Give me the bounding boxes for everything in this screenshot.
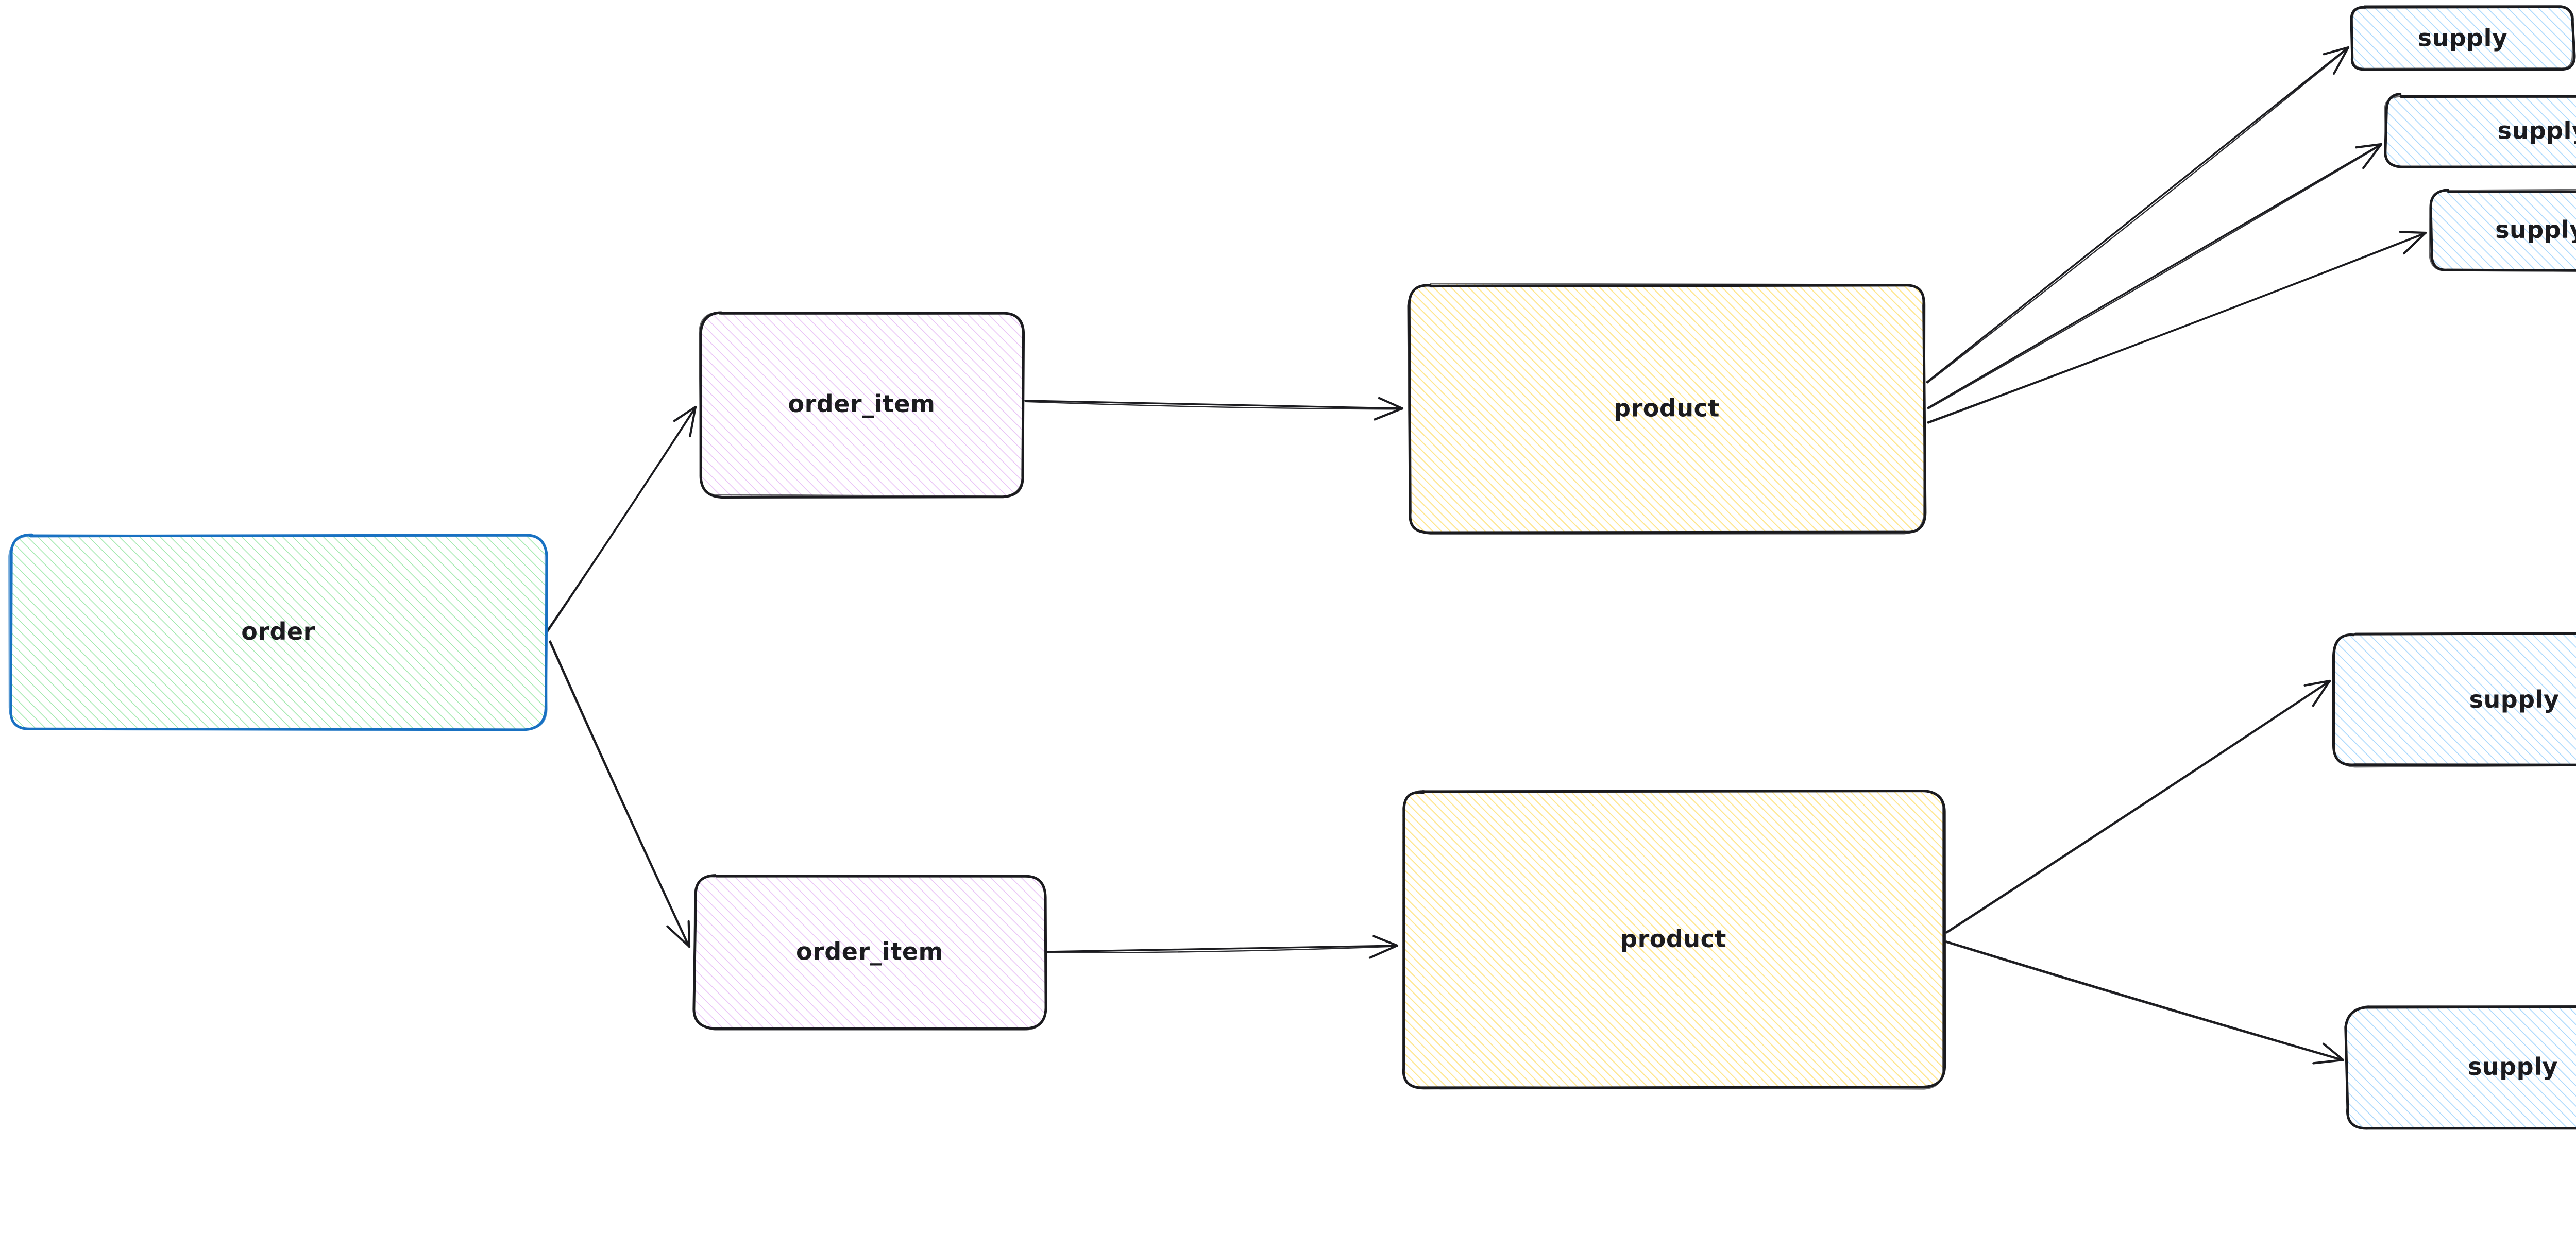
node-outline <box>699 312 1024 498</box>
node-supply_3[interactable]: supply <box>2429 189 2576 272</box>
edge-stroke-secondary <box>1927 233 2427 424</box>
node-supply_5[interactable]: supply <box>2344 1005 2576 1130</box>
arrow-head-icon <box>2312 1042 2345 1065</box>
node-outline <box>2384 93 2576 168</box>
edge-stroke-secondary <box>1046 946 1398 954</box>
node-label: order_item <box>788 390 936 418</box>
node-fill <box>1402 791 1944 1088</box>
edge-stroke <box>1024 400 1403 409</box>
node-label: order_item <box>796 938 943 966</box>
edge-order-to-order_item_2[interactable] <box>549 640 691 948</box>
node-fill <box>694 875 1045 1030</box>
node-label: supply <box>2498 117 2576 145</box>
node-order_item_1[interactable]: order_item <box>699 311 1025 499</box>
edge-stroke-secondary <box>1927 144 2382 409</box>
node-fill <box>10 535 547 729</box>
node-outline <box>693 876 1046 1031</box>
edge-stroke <box>1945 940 2344 1061</box>
edge-product_2-to-supply_4[interactable] <box>1945 679 2331 934</box>
nodes-layer: orderorder_itemorder_itemproductproducts… <box>8 5 2576 1130</box>
node-outline <box>2345 1005 2576 1130</box>
node-label: product <box>1620 925 1726 953</box>
node-label: supply <box>2469 686 2560 713</box>
node-supply_1[interactable]: supply <box>2350 5 2576 71</box>
node-product_2[interactable]: product <box>1402 789 1946 1090</box>
node-outline <box>2333 633 2576 768</box>
node-supply_2[interactable]: supply <box>2384 93 2576 168</box>
node-outline <box>2351 6 2574 70</box>
edge-stroke <box>549 640 690 948</box>
edge-stroke <box>546 406 697 632</box>
node-outline <box>2350 5 2576 71</box>
edge-product_1-to-supply_3[interactable] <box>1927 231 2427 424</box>
edge-stroke-secondary <box>1945 941 2344 1061</box>
edge-order_item_2-to-product_2[interactable] <box>1046 935 1399 959</box>
edge-stroke-secondary <box>1946 680 2331 934</box>
node-fill <box>2351 7 2574 70</box>
node-outline <box>1407 283 1926 535</box>
arrow-head-icon <box>673 405 697 438</box>
node-label: supply <box>2495 216 2576 244</box>
arrow-head-icon <box>1374 397 1404 421</box>
node-label: product <box>1614 395 1720 422</box>
arrow-head-icon <box>666 920 691 948</box>
node-fill <box>2431 190 2576 271</box>
node-product_1[interactable]: product <box>1407 283 1927 535</box>
edge-stroke <box>1046 945 1398 953</box>
edge-stroke <box>1945 680 2331 933</box>
edge-product_1-to-supply_2[interactable] <box>1927 143 2383 409</box>
node-fill <box>2333 634 2576 766</box>
edge-product_1-to-supply_1[interactable] <box>1926 46 2350 384</box>
edge-stroke-secondary <box>547 406 697 632</box>
edge-stroke-secondary <box>1926 47 2350 384</box>
arrow-head-icon <box>2323 46 2350 75</box>
edge-product_2-to-supply_5[interactable] <box>1945 940 2345 1065</box>
node-fill <box>1409 284 1925 533</box>
edges-layer <box>546 46 2427 1065</box>
arrow-head-icon <box>2399 231 2427 255</box>
node-outline <box>1402 790 1944 1090</box>
edge-order_item_1-to-product_1[interactable] <box>1024 397 1404 421</box>
node-label: order <box>241 618 315 645</box>
edge-order-to-order_item_1[interactable] <box>546 405 697 632</box>
node-order_item_2[interactable]: order_item <box>692 874 1047 1031</box>
arrow-head-icon <box>2303 679 2331 707</box>
node-fill <box>700 313 1023 496</box>
edge-stroke <box>1926 46 2349 383</box>
edge-stroke-secondary <box>549 641 689 948</box>
node-supply_4[interactable]: supply <box>2332 632 2576 768</box>
arrow-head-icon <box>1368 935 1399 959</box>
node-outline <box>2429 189 2576 272</box>
node-label: supply <box>2418 24 2508 52</box>
node-order[interactable]: order <box>8 533 548 731</box>
edge-stroke <box>1927 143 2382 409</box>
node-outline <box>8 534 548 730</box>
node-outline <box>2384 95 2576 167</box>
node-fill <box>2385 95 2576 167</box>
arrow-head-icon <box>2355 143 2383 169</box>
edge-stroke-secondary <box>1024 401 1403 410</box>
node-fill <box>2346 1006 2576 1128</box>
node-label: supply <box>2468 1053 2558 1081</box>
edge-stroke <box>1927 232 2427 423</box>
